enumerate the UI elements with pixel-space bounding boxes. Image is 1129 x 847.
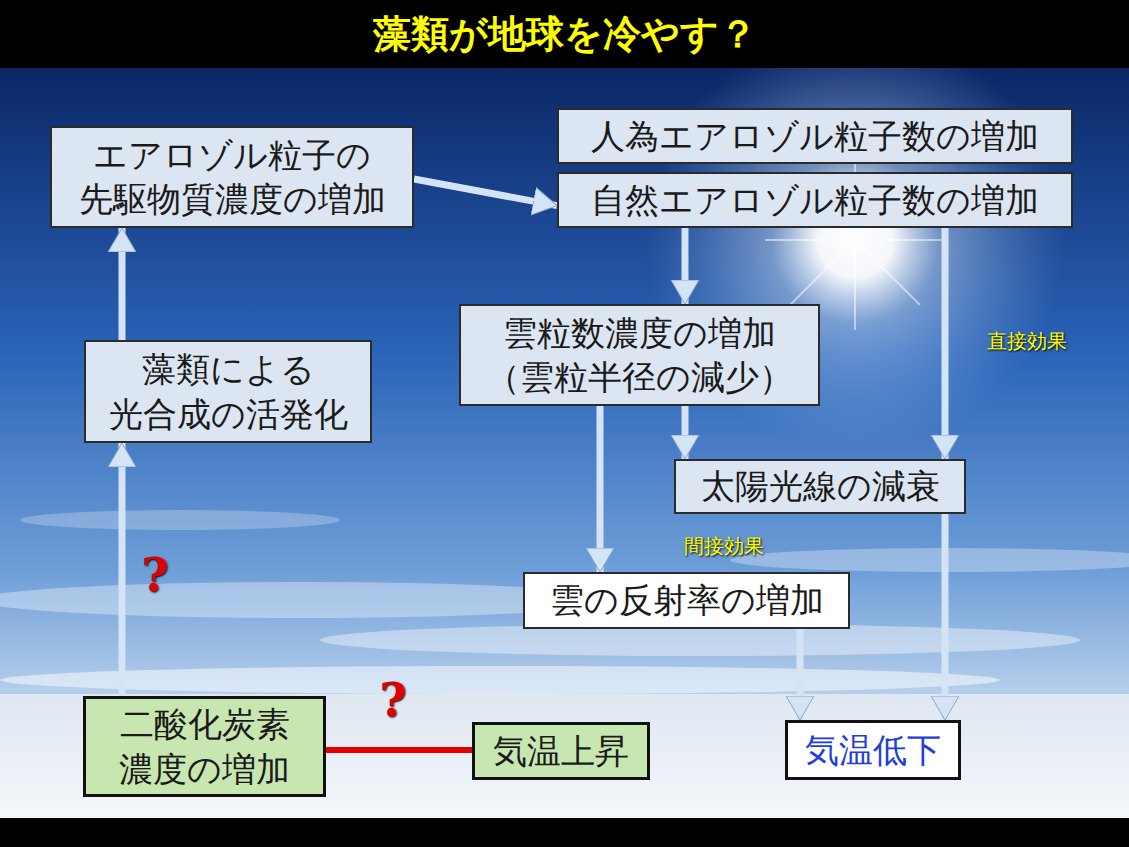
arrow-connector xyxy=(797,629,804,720)
edge-label: 直接効果 xyxy=(987,328,1067,355)
box-text: 藻類による 光合成の活発化 xyxy=(86,347,370,435)
process-box: 自然エアロゾル粒子数の増加 xyxy=(557,172,1073,228)
box-text: 雲の反射率の増加 xyxy=(550,578,824,622)
cloud xyxy=(20,510,340,530)
edge-label: 間接効果 xyxy=(684,533,764,560)
box-text: エアロゾル粒子の 先駆物質濃度の増加 xyxy=(52,133,412,221)
arrow-connector xyxy=(597,406,604,572)
box-text: 気温上昇 xyxy=(493,729,629,773)
process-box: 雲の反射率の増加 xyxy=(523,572,850,629)
box-text: 気温低下 xyxy=(805,728,941,772)
cloud xyxy=(0,666,1000,694)
arrow-connector xyxy=(119,228,126,340)
process-box: 太陽光線の減衰 xyxy=(674,459,966,514)
snow-field xyxy=(0,694,1129,818)
title-band xyxy=(0,0,1129,68)
process-box: 人為エアロゾル粒子数の増加 xyxy=(557,108,1073,164)
process-box: エアロゾル粒子の 先駆物質濃度の増加 xyxy=(50,126,414,228)
arrow-connector xyxy=(682,406,689,459)
box-text: 二酸化炭素 濃度の増加 xyxy=(86,702,323,790)
edge-label: ? xyxy=(142,548,169,602)
clouds xyxy=(0,510,1129,694)
bottom-band xyxy=(0,818,1129,847)
arrow-connector xyxy=(119,443,126,696)
process-box: 藻類による 光合成の活発化 xyxy=(84,340,372,443)
arrow-connector xyxy=(326,747,472,753)
cloud xyxy=(730,548,1129,572)
arrow-connector xyxy=(942,228,949,459)
title-text: 藻類が地球を冷やす？ xyxy=(0,0,1129,68)
process-box: 雲粒数濃度の増加 （雲粒半径の減少） xyxy=(459,304,820,406)
process-box: 気温低下 xyxy=(785,720,961,780)
process-box: 二酸化炭素 濃度の増加 xyxy=(83,696,326,797)
box-text: 人為エアロゾル粒子数の増加 xyxy=(591,114,1039,158)
box-text: 雲粒数濃度の増加 （雲粒半径の減少） xyxy=(461,311,818,399)
box-text: 太陽光線の減衰 xyxy=(701,464,940,508)
edge-label: ? xyxy=(380,673,407,727)
process-box: 気温上昇 xyxy=(472,722,650,780)
arrow-connector xyxy=(682,228,689,304)
arrow-connector xyxy=(942,514,949,720)
arrow-connector xyxy=(414,179,557,206)
box-text: 自然エアロゾル粒子数の増加 xyxy=(591,178,1039,222)
